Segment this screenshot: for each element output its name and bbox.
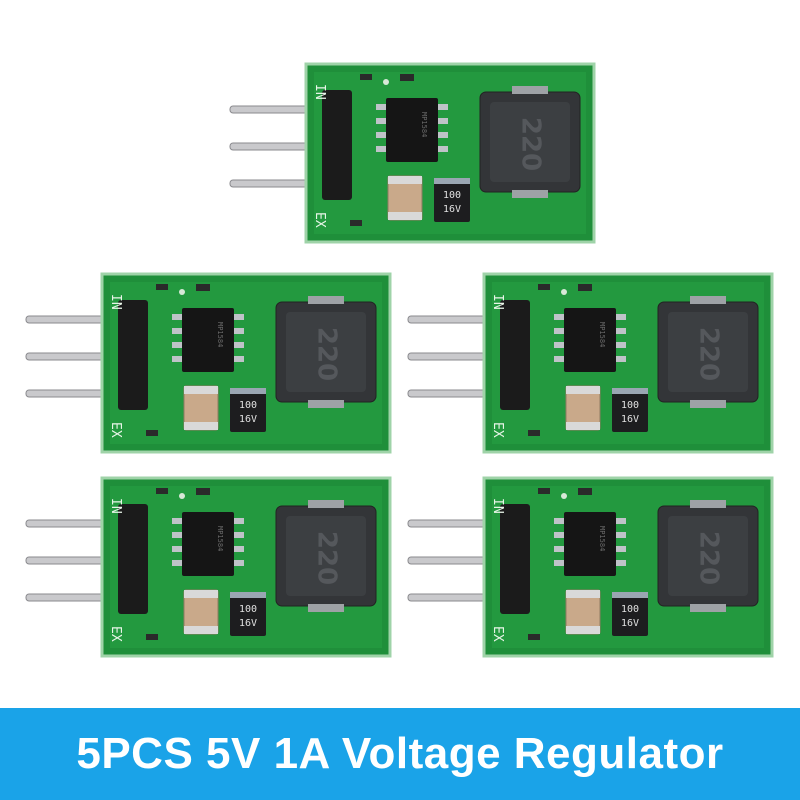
tantalum-capacitor: 100 16V (434, 178, 470, 222)
regulator-module: IN EX MP1584 220 (406, 466, 786, 666)
capacitor-marking-2: 16V (621, 414, 639, 425)
capacitor-marking-2: 16V (443, 204, 461, 215)
ic-marking: MP1584 (216, 526, 224, 551)
regulator-module: IN EX MP1584 220 (24, 262, 404, 462)
banner-title: 5PCS 5V 1A Voltage Regulator (76, 729, 724, 778)
regulator-module: IN EX MP1584 220 (406, 262, 786, 462)
inductor: 220 (275, 500, 377, 612)
inductor-marking: 220 (312, 531, 342, 585)
module-illustration: IN EX MP1584 220 (407, 272, 774, 454)
tantalum-capacitor: 100 16V (230, 388, 266, 432)
tantalum-capacitor: 100 16V (612, 592, 648, 636)
capacitor-marking-1: 100 (239, 604, 257, 615)
ic-marking: MP1584 (598, 526, 606, 551)
pin-header-block (322, 90, 352, 200)
inductor-marking: 220 (694, 327, 724, 381)
pin-label-in: IN (108, 294, 123, 310)
pin-header-block (500, 504, 530, 614)
pin-label-in: IN (108, 498, 123, 514)
capacitor-marking-2: 16V (239, 414, 257, 425)
capacitor-marking-1: 100 (621, 604, 639, 615)
pin-header-block (500, 300, 530, 410)
inductor-marking: 220 (694, 531, 724, 585)
pin-label-ex: EX (490, 626, 505, 642)
module-illustration: IN EX MP1584 220 (25, 476, 392, 658)
inductor: 220 (479, 86, 581, 198)
pin-header-block (118, 300, 148, 410)
ic-chip: MP1584 (554, 308, 626, 372)
pin-label-in: IN (312, 84, 327, 100)
pin-label-ex: EX (312, 212, 327, 228)
title-banner: 5PCS 5V 1A Voltage Regulator (0, 708, 800, 800)
ic-chip: MP1584 (554, 512, 626, 576)
capacitor-marking-2: 16V (621, 618, 639, 629)
ic-chip: MP1584 (172, 308, 244, 372)
ic-chip: MP1584 (172, 512, 244, 576)
pin-header-block (118, 504, 148, 614)
inductor: 220 (275, 296, 377, 408)
capacitor-marking-1: 100 (239, 400, 257, 411)
inductor: 220 (657, 500, 759, 612)
pin-label-ex: EX (108, 422, 123, 438)
pin-label-in: IN (490, 294, 505, 310)
capacitor-marking-1: 100 (443, 190, 461, 201)
pin-label-in: IN (490, 498, 505, 514)
module-illustration: IN EX MP1584 220 (407, 476, 774, 658)
capacitor-marking-1: 100 (621, 400, 639, 411)
module-illustration: IN EX MP1584 (229, 62, 596, 244)
regulator-module: IN EX MP1584 (228, 52, 608, 252)
ic-chip: MP1584 (376, 98, 448, 162)
regulator-module: IN EX MP1584 220 (24, 466, 404, 666)
inductor-marking: 220 (312, 327, 342, 381)
ic-marking: MP1584 (420, 112, 428, 137)
tantalum-capacitor: 100 16V (230, 592, 266, 636)
capacitor-marking-2: 16V (239, 618, 257, 629)
module-illustration: IN EX MP1584 220 (25, 272, 392, 454)
inductor: 220 (657, 296, 759, 408)
tantalum-capacitor: 100 16V (612, 388, 648, 432)
pin-label-ex: EX (108, 626, 123, 642)
ic-marking: MP1584 (216, 322, 224, 347)
ic-marking: MP1584 (598, 322, 606, 347)
pin-label-ex: EX (490, 422, 505, 438)
inductor-marking: 220 (516, 117, 546, 171)
